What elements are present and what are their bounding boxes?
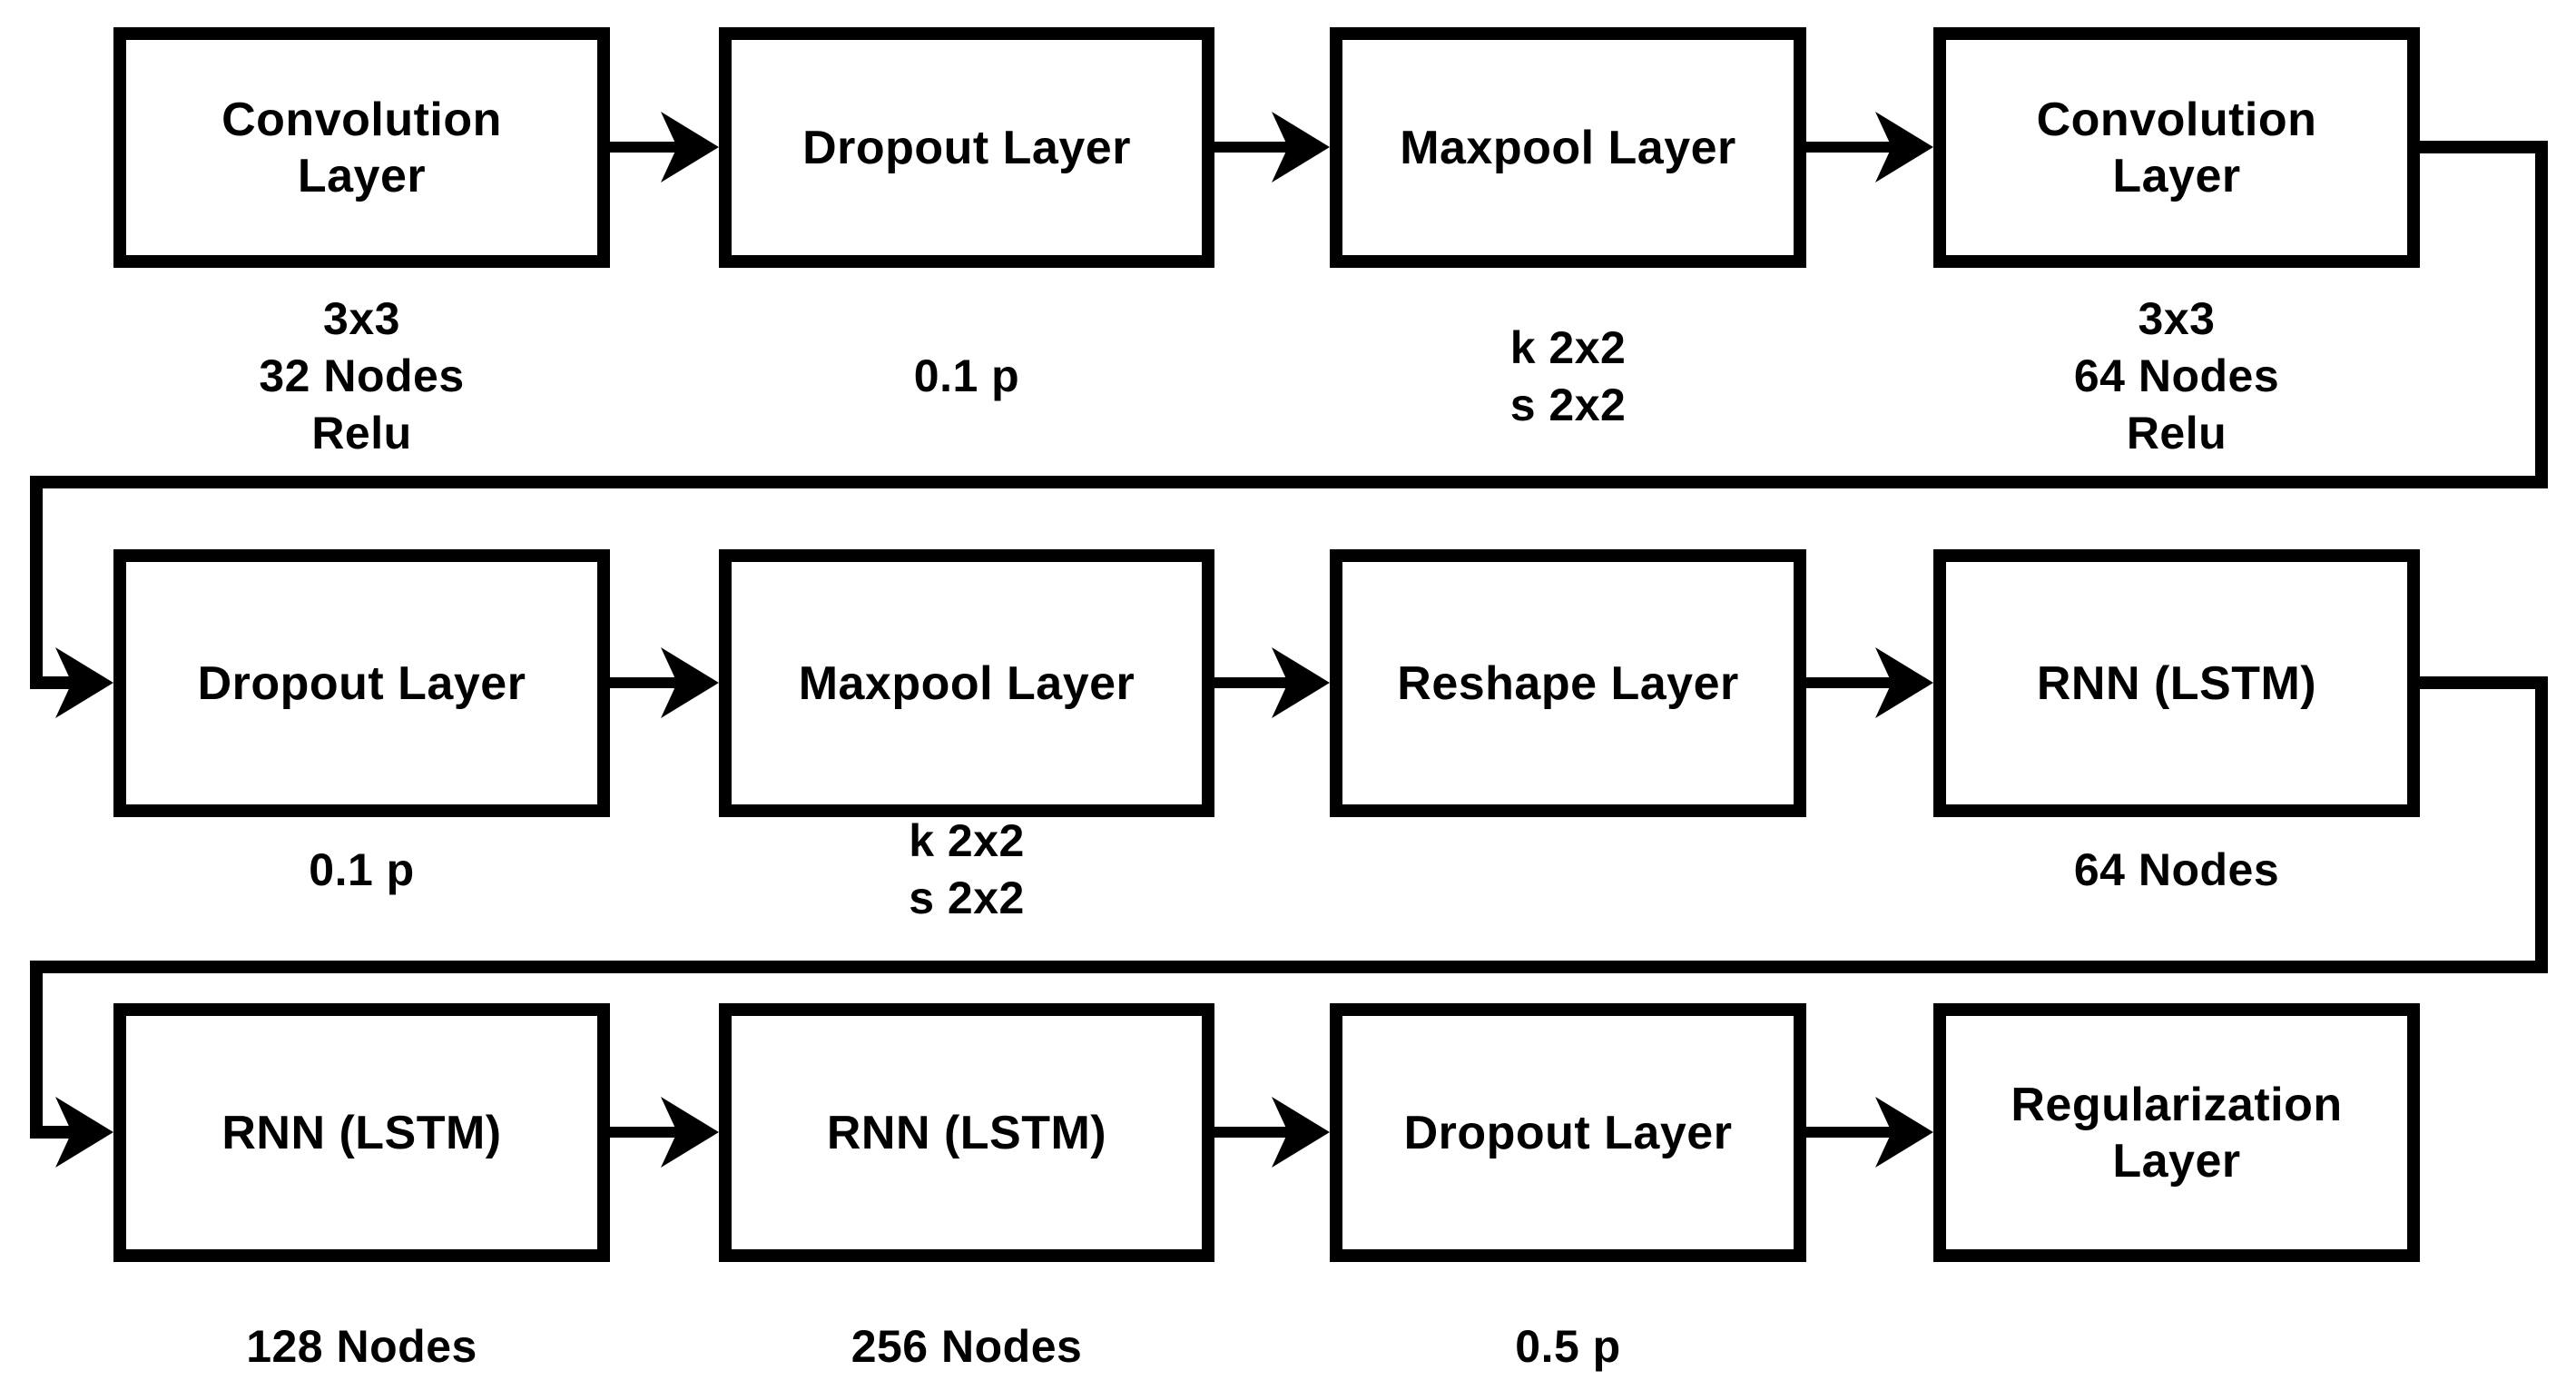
flow-arrow [1806,112,1933,182]
node-maxpool-layer-1: Maxpool Layer [1330,27,1806,268]
node-title: Regularization Layer [2011,1078,2343,1188]
node-dropout-layer-1: Dropout Layer [719,27,1214,268]
flow-arrow [610,1097,719,1168]
wrap-connector-row2-row3 [30,676,2548,1168]
node-caption-dropout-1: 0.1 p [719,291,1214,462]
flow-arrow [610,112,719,182]
caption-line: Relu [2126,408,2227,458]
node-reshape-layer: Reshape Layer [1330,549,1806,817]
node-title: Maxpool Layer [1400,121,1736,174]
node-title: RNN (LSTM) [2036,656,2317,710]
node-convolution-layer-2: Convolution Layer [1933,27,2420,268]
node-caption-rnn-1: 64 Nodes [1933,813,2420,927]
node-caption-rnn-2: 128 Nodes [113,1318,610,1375]
caption-line: 3x3 [2138,293,2216,344]
node-caption-convolution-1: 3x3 32 Nodes Relu [113,291,610,462]
node-dropout-layer-3: Dropout Layer [1330,1003,1806,1262]
flow-arrow [1214,1097,1330,1168]
node-rnn-lstm-2: RNN (LSTM) [113,1003,610,1262]
node-title: Dropout Layer [197,656,526,710]
node-caption-convolution-2: 3x3 64 Nodes Relu [1933,291,2420,462]
node-maxpool-layer-2: Maxpool Layer [719,549,1214,817]
node-caption-dropout-2: 0.1 p [113,813,610,927]
node-dropout-layer-2: Dropout Layer [113,549,610,817]
caption-line: 64 Nodes [2073,350,2280,401]
node-title: RNN (LSTM) [826,1106,1107,1159]
caption-line: 64 Nodes [2073,843,2280,895]
flow-arrow [610,647,719,718]
flow-arrow [1806,647,1933,718]
node-rnn-lstm-3: RNN (LSTM) [719,1003,1214,1262]
caption-line: Relu [311,408,412,458]
node-regularization-layer: Regularization Layer [1933,1003,2420,1262]
caption-line: 0.5 p [1515,1321,1621,1372]
node-caption-maxpool-1: k 2x2 s 2x2 [1330,291,1806,462]
caption-line: 128 Nodes [246,1321,477,1372]
node-title: Convolution Layer [2036,93,2317,202]
node-caption-rnn-3: 256 Nodes [719,1318,1214,1375]
node-title: Dropout Layer [802,121,1131,174]
node-title: Convolution Layer [221,93,502,202]
flow-arrow [1214,647,1330,718]
flow-arrow [1806,1097,1933,1168]
caption-line: 256 Nodes [850,1321,1083,1372]
wrap-connector-row1-row2 [30,141,2548,718]
caption-line: s 2x2 [1509,379,1627,430]
caption-line: 3x3 [323,293,400,344]
node-title: RNN (LSTM) [221,1106,502,1159]
caption-line: 0.1 p [913,350,1020,401]
node-rnn-lstm-1: RNN (LSTM) [1933,549,2420,817]
node-caption-maxpool-2: k 2x2 s 2x2 [719,813,1214,927]
caption-line: 0.1 p [309,843,415,895]
caption-line: 32 Nodes [259,350,465,401]
node-title: Maxpool Layer [798,656,1136,710]
flow-arrow [1214,112,1330,182]
caption-line: k 2x2 [1509,321,1627,373]
node-convolution-layer-1: Convolution Layer [113,27,610,268]
node-caption-dropout-3: 0.5 p [1330,1318,1806,1375]
node-title: Dropout Layer [1403,1106,1733,1159]
caption-line: s 2x2 [909,873,1025,923]
node-title: Reshape Layer [1397,656,1739,710]
caption-line: k 2x2 [909,815,1025,866]
